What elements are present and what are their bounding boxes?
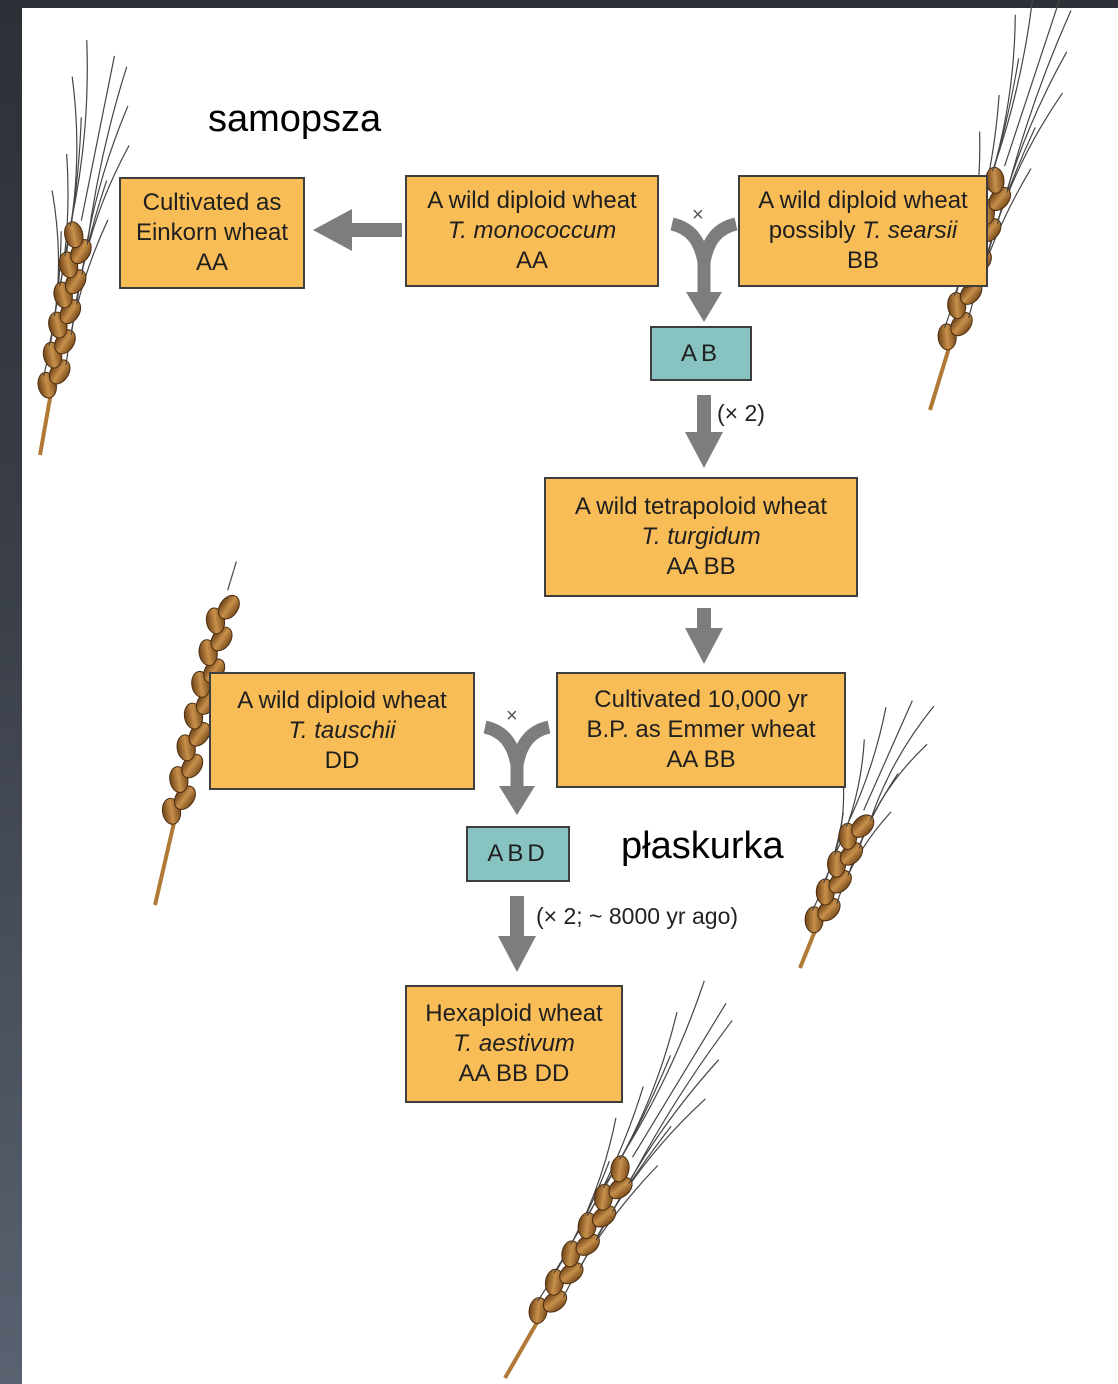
- arrow-icon: [313, 209, 402, 251]
- searsii-possibly: possibly: [769, 217, 862, 244]
- einkorn-line2: Einkorn wheat: [136, 218, 288, 248]
- tauschii-box: A wild diploid wheat T. tauschii DD: [209, 672, 475, 790]
- turgidum-line1: A wild tetrapoloid wheat: [575, 492, 827, 522]
- arrow-icon: [685, 608, 723, 664]
- tauschii-species: T. tauschii: [288, 716, 395, 746]
- searsii-box: A wild diploid wheat possibly T. searsii…: [738, 175, 988, 287]
- emmer-box: Cultivated 10,000 yr B.P. as Emmer wheat…: [556, 672, 846, 788]
- monococcum-species: T. monococcum: [448, 216, 617, 246]
- emmer-line1: Cultivated 10,000 yr: [594, 685, 807, 715]
- aestivum-line1: Hexaploid wheat: [425, 999, 602, 1029]
- doubling-note-2: (× 2; ~ 8000 yr ago): [536, 903, 738, 930]
- monococcum-line1: A wild diploid wheat: [427, 186, 636, 216]
- searsii-species: T. searsii: [862, 217, 957, 244]
- emmer-line2: B.P. as Emmer wheat: [587, 715, 816, 745]
- turgidum-species: T. turgidum: [641, 522, 760, 552]
- emmer-genome: AA BB: [666, 745, 735, 775]
- monococcum-box: A wild diploid wheat T. monococcum AA: [405, 175, 659, 287]
- einkorn-box: Cultivated as Einkorn wheat AA: [119, 177, 305, 289]
- turgidum-box: A wild tetrapoloid wheat T. turgidum AA …: [544, 477, 858, 597]
- aestivum-species: T. aestivum: [453, 1029, 575, 1059]
- genome-ab-box: AB: [650, 326, 752, 381]
- aestivum-box: Hexaploid wheat T. aestivum AA BB DD: [405, 985, 623, 1103]
- arrow-icon: [499, 786, 535, 815]
- tauschii-genome: DD: [325, 746, 360, 776]
- einkorn-line1: Cultivated as: [143, 188, 282, 218]
- searsii-line1: A wild diploid wheat: [758, 186, 967, 216]
- cross-symbol-2: ×: [506, 705, 518, 728]
- label-plaskurka: płaskurka: [621, 825, 784, 868]
- genome-abd-box: ABD: [466, 826, 570, 882]
- genome-abd-label: ABD: [487, 840, 548, 868]
- turgidum-genome: AA BB: [666, 552, 735, 582]
- doubling-note-1: (× 2): [717, 400, 765, 427]
- aestivum-genome: AA BB DD: [459, 1059, 570, 1089]
- cross-symbol-1: ×: [692, 204, 704, 227]
- searsii-line2: possibly T. searsii: [769, 216, 958, 246]
- searsii-genome: BB: [847, 246, 879, 276]
- tauschii-line1: A wild diploid wheat: [237, 686, 446, 716]
- monococcum-genome: AA: [516, 246, 548, 276]
- cross-merge-icon: [672, 224, 736, 296]
- einkorn-genome: AA: [196, 248, 228, 278]
- genome-ab-label: AB: [681, 340, 721, 368]
- arrow-icon: [498, 896, 536, 972]
- arrow-icon: [686, 292, 722, 322]
- label-samopsza: samopsza: [208, 98, 381, 141]
- cross-merge-icon: [485, 727, 549, 790]
